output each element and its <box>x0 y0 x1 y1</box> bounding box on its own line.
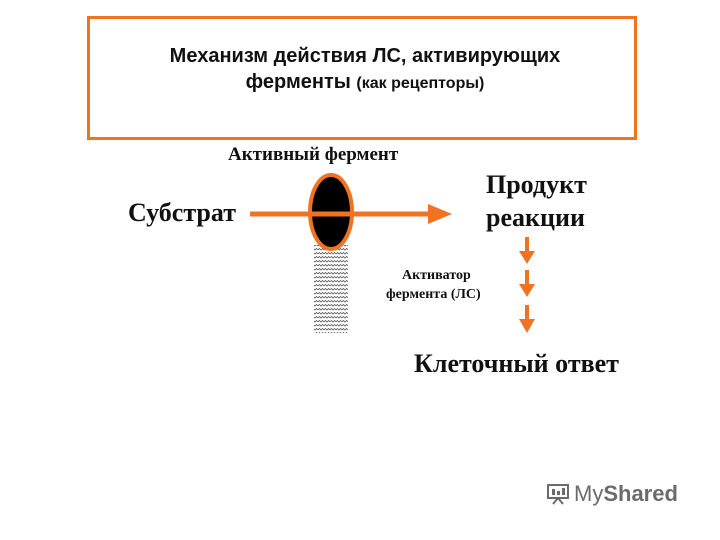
watermark-my: My <box>574 481 603 507</box>
substrate-label: Субстрат <box>128 198 236 228</box>
watermark-shared: Shared <box>603 481 678 507</box>
active-enzyme-label: Активный фермент <box>225 144 401 166</box>
cell-response-label: Клеточный ответ <box>414 349 619 379</box>
presentation-icon <box>546 482 570 506</box>
activator-molecule <box>314 245 348 333</box>
activator-label-line-1: Активатор <box>402 268 471 284</box>
activator-label-line-2: фермента (ЛС) <box>386 287 481 303</box>
down-arrow-1-head <box>519 251 535 264</box>
product-label-line-1: Продукт <box>486 170 587 200</box>
substrate-arrow-head <box>428 204 452 224</box>
product-label-line-2: реакции <box>486 203 585 233</box>
down-arrow-3-head <box>519 319 535 333</box>
down-arrow-2-head <box>519 284 535 297</box>
